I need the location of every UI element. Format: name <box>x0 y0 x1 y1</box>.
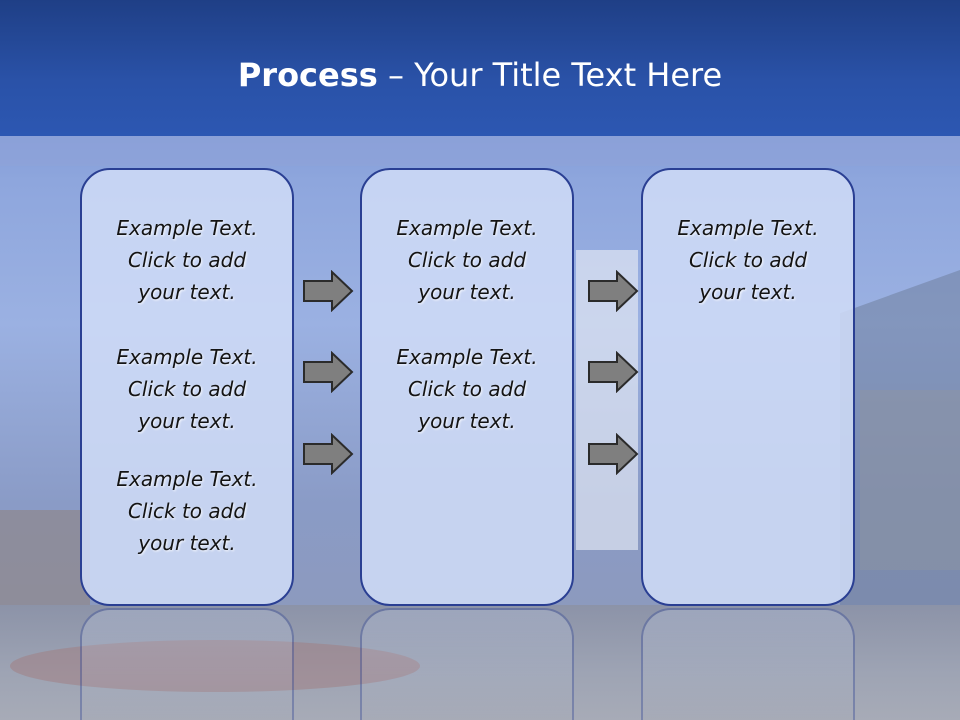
text-line: Click to add <box>127 377 247 401</box>
right-arrow-icon[interactable] <box>302 351 354 393</box>
title-text: – Your Title Text Here <box>377 56 723 94</box>
text-block[interactable]: Example Text. Click to add your text. <box>643 212 853 308</box>
right-arrow-icon[interactable] <box>587 351 639 393</box>
text-line: your text. <box>418 280 516 304</box>
text-block[interactable]: Example Text. Click to add your text. <box>362 212 572 308</box>
text-block[interactable]: Example Text. Click to add your text. <box>82 212 292 308</box>
text-line: Example Text. <box>116 467 258 491</box>
text-line: Example Text. <box>396 216 538 240</box>
background-building-left <box>0 510 90 610</box>
box-reflection <box>80 608 294 720</box>
text-block[interactable]: Example Text. Click to add your text. <box>362 341 572 437</box>
text-line: Click to add <box>407 248 527 272</box>
text-line: Example Text. <box>677 216 819 240</box>
text-block[interactable]: Example Text. Click to add your text. <box>82 341 292 437</box>
slide-title[interactable]: Process – Your Title Text Here <box>0 56 960 94</box>
process-box-2[interactable]: Example Text. Click to add your text. Ex… <box>360 168 574 606</box>
text-block[interactable]: Example Text. Click to add your text. <box>82 463 292 559</box>
box-reflection <box>641 608 855 720</box>
box-reflection <box>360 608 574 720</box>
right-arrow-icon[interactable] <box>587 433 639 475</box>
text-line: your text. <box>138 280 236 304</box>
text-line: Click to add <box>127 499 247 523</box>
text-line: your text. <box>699 280 797 304</box>
title-bold: Process <box>237 56 378 94</box>
text-line: Click to add <box>407 377 527 401</box>
text-line: Click to add <box>127 248 247 272</box>
header-band <box>0 136 960 166</box>
right-arrow-icon[interactable] <box>587 270 639 312</box>
text-line: Example Text. <box>116 216 258 240</box>
text-line: Example Text. <box>396 345 538 369</box>
text-line: your text. <box>418 409 516 433</box>
title-bar <box>0 0 960 136</box>
text-line: your text. <box>138 409 236 433</box>
process-box-3[interactable]: Example Text. Click to add your text. <box>641 168 855 606</box>
background-flower-bed <box>10 640 420 692</box>
right-arrow-icon[interactable] <box>302 270 354 312</box>
text-line: your text. <box>138 531 236 555</box>
right-arrow-icon[interactable] <box>302 433 354 475</box>
background-building-right-facade <box>860 390 960 570</box>
process-box-1[interactable]: Example Text. Click to add your text. Ex… <box>80 168 294 606</box>
text-line: Example Text. <box>116 345 258 369</box>
text-line: Click to add <box>688 248 808 272</box>
